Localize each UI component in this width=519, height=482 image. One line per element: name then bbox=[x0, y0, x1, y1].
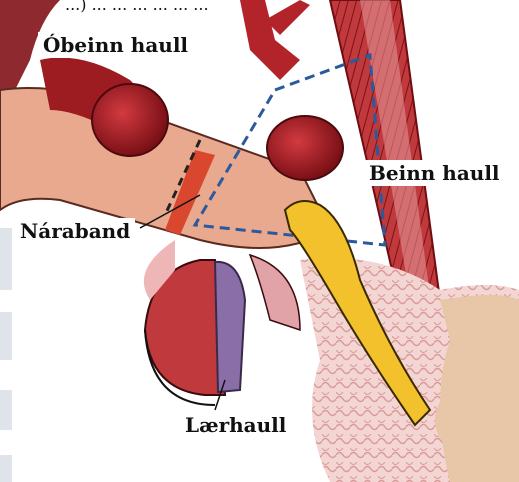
femoral-vein bbox=[215, 262, 245, 392]
side-tab-3 bbox=[0, 390, 12, 430]
label-naraband: Náraband bbox=[15, 218, 135, 244]
pubic-tubercle bbox=[435, 385, 505, 455]
side-tab-4 bbox=[0, 455, 12, 482]
label-obeinn-haull: Óbeinn haull bbox=[38, 32, 193, 58]
lower-pink-right bbox=[250, 255, 300, 330]
direct-hernia-sac bbox=[267, 116, 343, 180]
indirect-hernia-sac bbox=[92, 84, 168, 156]
side-tab-2 bbox=[0, 312, 12, 360]
side-tab-1 bbox=[0, 228, 12, 290]
label-laerhaull: Lærhaull bbox=[180, 412, 291, 438]
label-top-clipped: ...) ... ... ... ... ... ... bbox=[60, 0, 214, 18]
label-beinn-haull: Beinn haull bbox=[364, 160, 505, 186]
